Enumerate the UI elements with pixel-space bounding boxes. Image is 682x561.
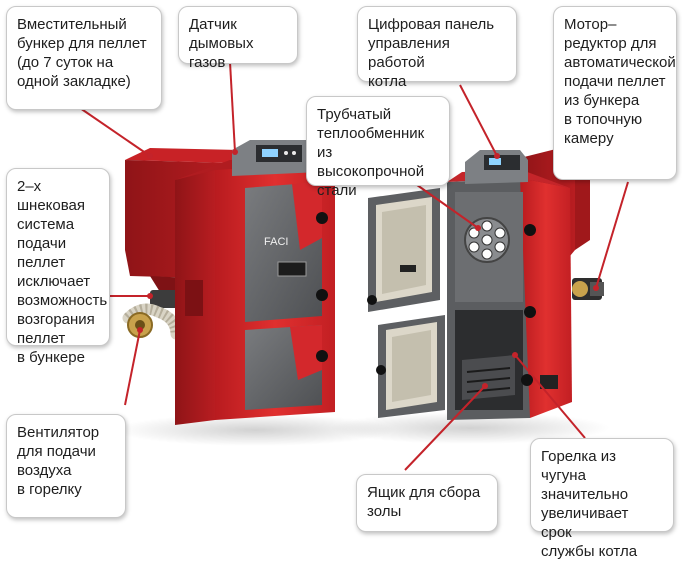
leader-control-panel — [459, 84, 498, 157]
callout-burner: Горелка из чугуна значительно увеличивае… — [530, 438, 674, 560]
callout-auger-system: 2–х шнековая система подачи пеллет исклю… — [6, 168, 110, 366]
floor-shadow-right — [330, 412, 610, 444]
left-lower-door — [245, 325, 322, 410]
leader-motor-reducer — [595, 181, 629, 289]
boiler-illustration: FACI — [79, 61, 629, 471]
leader-lines — [79, 61, 629, 471]
callout-flue-sensor: Датчик дымовых газов — [178, 6, 298, 71]
left-control-housing — [232, 140, 320, 176]
callout-fan: Вентилятор для подачи воздуха в горелку — [6, 414, 126, 518]
callout-ash-box: Ящик для сбора золы — [356, 474, 498, 532]
right-boiler — [367, 148, 604, 420]
right-boiler-side — [520, 178, 572, 418]
tube-heat-exchanger — [455, 192, 523, 302]
leader-dots — [137, 149, 599, 389]
open-lower-door — [378, 315, 445, 418]
leader-heat-exchanger — [409, 179, 479, 229]
cast-iron-burner — [455, 310, 523, 410]
side-vent — [540, 375, 558, 389]
leader-burner — [514, 354, 586, 439]
leader-hopper — [79, 107, 151, 157]
brand-logo: FACI — [264, 236, 288, 248]
callout-motor-reducer: Мотор– редуктор для автоматической подач… — [553, 6, 677, 180]
motor-reducer — [572, 278, 604, 300]
open-upper-door — [368, 188, 440, 312]
left-boiler: FACI — [122, 140, 335, 425]
callout-hopper: Вместительный бункер для пеллет (до 7 су… — [6, 6, 162, 110]
left-upper-door: FACI — [245, 182, 322, 322]
callout-control-panel: Цифровая панель управления работой котла — [357, 6, 517, 90]
product-infographic: FACI — [6, 6, 677, 560]
leader-flue-sensor — [229, 61, 236, 153]
right-control-housing — [465, 150, 528, 184]
callout-heat-exchanger: Трубчатый теплообменник из высокопрочной… — [306, 96, 450, 199]
leader-ash-box — [404, 385, 486, 471]
leader-fan — [124, 329, 141, 406]
